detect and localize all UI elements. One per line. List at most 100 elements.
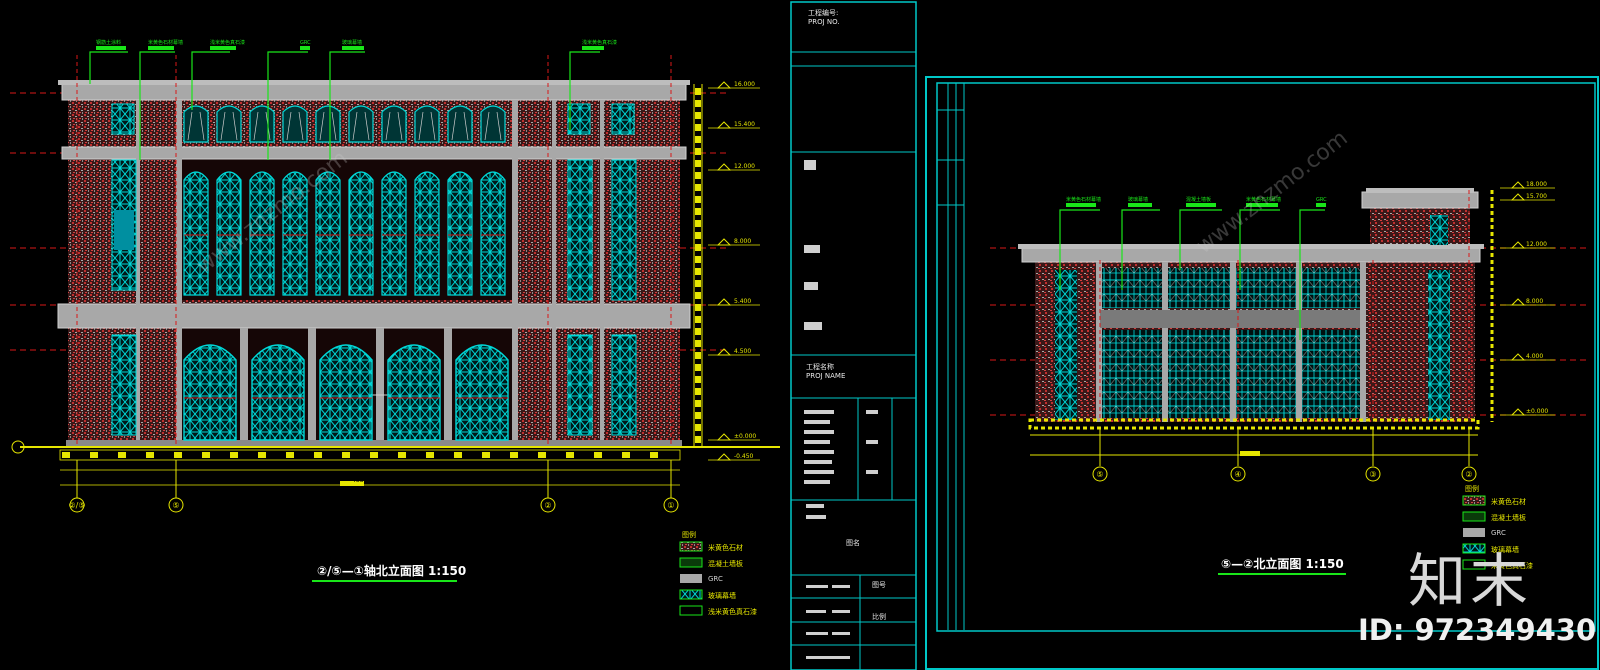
- stacked-window: [611, 334, 637, 436]
- svg-text:4.500: 4.500: [734, 348, 751, 355]
- ground-arch: [183, 344, 237, 441]
- dimension-tick: [538, 452, 546, 458]
- left-legend-item: 浅米黄色真石漆: [708, 608, 757, 616]
- dimension-tick: [90, 452, 98, 458]
- side-window: [611, 103, 635, 135]
- top-arched-window: [183, 105, 209, 143]
- left-drawing-title: ②/⑤—①轴北立面图 1:150: [317, 564, 467, 578]
- axis-label: ⑤: [172, 501, 179, 510]
- svg-text:15.700: 15.700: [1526, 193, 1547, 200]
- stacked-window: [567, 159, 593, 301]
- callout-label: 混凝土墙板: [1186, 196, 1211, 203]
- dimension-tick: [695, 172, 701, 179]
- elevation-marker: ±0.000: [1500, 408, 1555, 416]
- dimension-tick: [174, 452, 182, 458]
- brand-logo: 知末: [1408, 547, 1533, 615]
- dimension-tick: [695, 220, 701, 227]
- right-legend-item: 混凝土墙板: [1491, 514, 1526, 522]
- dimension-tick: [426, 452, 434, 458]
- callout-label: 钢筋土涂料: [96, 39, 121, 46]
- top-arched-window: [480, 105, 506, 143]
- right-sheet-frame: [925, 76, 1599, 670]
- dimension-tick: [62, 452, 70, 458]
- dimension-tick: [695, 280, 701, 287]
- left-legend-item: 米黄色石材: [708, 544, 743, 552]
- tall-arched-window: [480, 171, 506, 296]
- left-title-underline: [312, 580, 457, 582]
- elevation-marker: 12.000: [708, 163, 760, 171]
- svg-text:12.000: 12.000: [734, 163, 755, 170]
- svg-text:16.000: 16.000: [734, 81, 755, 88]
- dimension-tick: [342, 452, 350, 458]
- tall-arched-window: [249, 171, 275, 296]
- elevation-marker: 15.400: [708, 121, 760, 129]
- dimension-tick: [202, 452, 210, 458]
- tall-arched-window: [348, 171, 374, 296]
- left-legend-item: 混凝土墙板: [708, 560, 743, 568]
- dimension-tick: [695, 364, 701, 371]
- project-no-en: PROJ NO.: [808, 18, 840, 26]
- left-legend-item: GRC: [708, 575, 723, 583]
- ground-arch: [251, 344, 305, 441]
- elevation-marker: 8.000: [708, 238, 760, 246]
- stacked-window: [611, 159, 637, 301]
- dimension-tick: [370, 452, 378, 458]
- dimension-tick: [695, 412, 701, 419]
- dimension-tick: [695, 376, 701, 383]
- dimension-tick: [695, 328, 701, 335]
- elevation-marker: ±0.000: [708, 433, 760, 441]
- tall-arched-window: [414, 171, 440, 296]
- dimension-tick: [695, 316, 701, 323]
- tall-arched-window: [447, 171, 473, 296]
- dimension-tick: [146, 452, 154, 458]
- axis-label: ③: [1369, 470, 1376, 479]
- top-arched-window: [282, 105, 308, 143]
- callout-label: 米黄色石材幕墙: [1246, 196, 1281, 203]
- dimension-tick: [230, 452, 238, 458]
- callout-label: 米黄色石材幕墙: [148, 39, 183, 46]
- dimension-tick: [695, 352, 701, 359]
- dimension-tick: [695, 400, 701, 407]
- axis-label: ②/⑤: [68, 501, 85, 510]
- tall-arched-window: [282, 171, 308, 296]
- ground-arch: [319, 344, 373, 441]
- svg-text:12.000: 12.000: [1526, 241, 1547, 248]
- callout-label: GRC: [300, 40, 311, 46]
- dimension-tick: [695, 88, 701, 95]
- image-id: ID: 972349430: [1358, 613, 1597, 647]
- scale-label: 比例: [872, 613, 886, 621]
- dimension-tick: [398, 452, 406, 458]
- svg-text:±0.000: ±0.000: [1526, 408, 1548, 415]
- dimension-tick: [695, 196, 701, 203]
- dimension-tick: [695, 100, 701, 107]
- dimension-tick: [695, 340, 701, 347]
- dimension-tick: [650, 452, 658, 458]
- dimension-tick: [695, 268, 701, 275]
- callout-label: GRC: [1316, 197, 1327, 203]
- stacked-window: [567, 334, 593, 436]
- title-block: [790, 1, 917, 670]
- top-arched-window: [381, 105, 407, 143]
- total-dimension: 43800: [352, 477, 371, 484]
- top-arched-window: [348, 105, 374, 143]
- elevation-marker: 4.500: [708, 348, 760, 356]
- dimension-tick: [566, 452, 574, 458]
- dimension-tick: [695, 136, 701, 143]
- ground-arch: [455, 344, 509, 441]
- side-window: [111, 103, 135, 135]
- svg-text:15.400: 15.400: [734, 121, 755, 128]
- elevation-marker: 4.000: [1500, 353, 1555, 361]
- dimension-tick: [286, 452, 294, 458]
- top-arched-window: [414, 105, 440, 143]
- dimension-tick: [695, 148, 701, 155]
- left-legend-swatches: [679, 541, 703, 616]
- top-arched-window: [315, 105, 341, 143]
- right-legend-item: 米黄色石材: [1491, 498, 1526, 506]
- svg-text:18.000: 18.000: [1526, 181, 1547, 188]
- elevation-marker: 12.000: [1500, 241, 1555, 249]
- top-arched-window: [249, 105, 275, 143]
- axis-label: ②: [544, 501, 551, 510]
- dimension-tick: [594, 452, 602, 458]
